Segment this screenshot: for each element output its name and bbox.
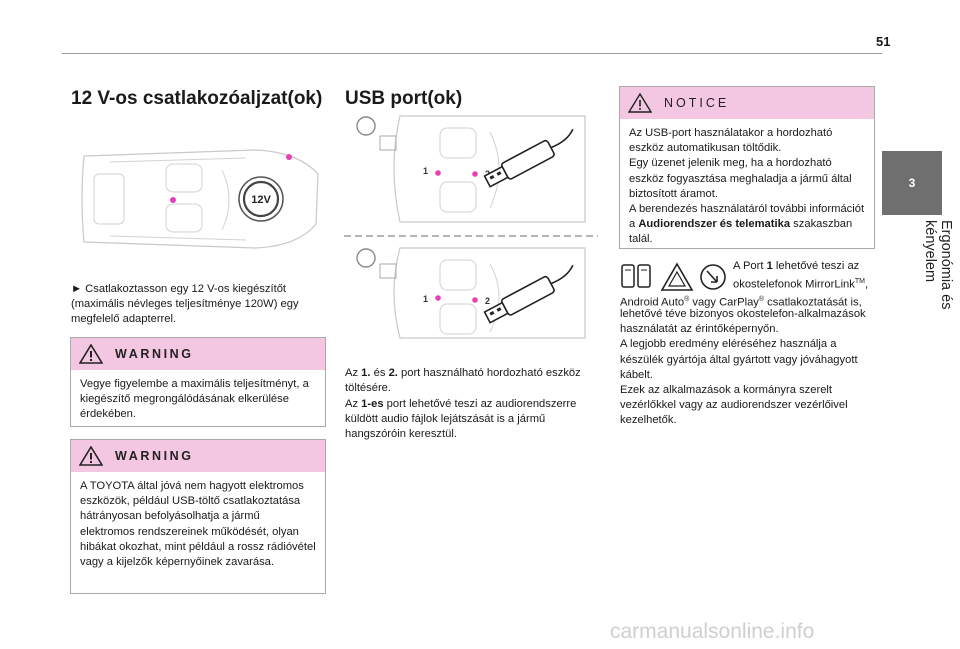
warning-box-1: WARNING Vegye figyelembe a maximális tel… — [70, 337, 326, 427]
usb-paragraph-1: Az 1. és 2. port használható hordozható … — [345, 367, 581, 395]
socket-label: 12V — [251, 194, 271, 206]
warning-title-2: WARNING — [115, 449, 194, 463]
mirrorlink-body: lehetővé téve bizonyos okostelefon-alkal… — [620, 308, 866, 427]
android-auto-icon — [660, 262, 694, 291]
mirrorlink-line-2: okostelefonok MirrorLinkTM, — [733, 278, 869, 291]
usb-ports-illustration: 1 2 1 2 — [344, 115, 598, 339]
mirrorlink-line-1: A Port 1 lehetővé teszi az — [733, 260, 860, 272]
port-label-2-bottom: 2 — [485, 296, 490, 306]
warning-box-2: WARNING A TOYOTA által jóvá nem hagyott … — [70, 439, 326, 594]
notice-title: NOTICE — [664, 96, 730, 110]
warning-title-1: WARNING — [115, 347, 194, 361]
notice-triangle-icon — [628, 93, 652, 113]
warning-text-1: Vegye figyelembe a maximális teljesítmén… — [80, 378, 309, 421]
warning-header-1: WARNING — [71, 338, 325, 370]
notice-header: NOTICE — [620, 87, 874, 119]
car-12v-socket-illustration: 12V — [81, 149, 319, 249]
instruction-12v: ► Csatlakoztasson egy 12 V-os kiegészítő… — [71, 283, 299, 326]
footer-watermark[interactable]: carmanualsonline.info — [610, 620, 815, 643]
warning-triangle-icon — [79, 344, 103, 364]
warning-text-2: A TOYOTA által jóvá nem hagyott elektrom… — [80, 480, 316, 569]
chapter-title: Ergonómia és kényelem — [922, 220, 954, 310]
mirrorlink-line-3: Android Auto® vagy CarPlay® csatlakoztat… — [620, 296, 862, 309]
usb-plug-icon — [483, 128, 574, 188]
section-heading-usb: USB port(ok) — [345, 88, 463, 109]
section-heading-12v: 12 V-os csatlakozóaljzat(ok) — [71, 88, 323, 109]
phone-mirror-icon — [621, 264, 651, 288]
usb-paragraph-2: Az 1-es port lehetővé teszi az audiorend… — [345, 398, 577, 441]
carplay-icon — [700, 264, 726, 290]
chapter-number: 3 — [908, 176, 916, 190]
port-label-1-top: 1 — [423, 166, 428, 176]
header-rule — [62, 53, 882, 54]
notice-box: NOTICE Az USB-port használatakor a hordo… — [619, 86, 875, 249]
notice-text: Az USB-port használatakor a hordozható e… — [629, 127, 865, 246]
port-label-1-bottom: 1 — [423, 294, 428, 304]
chapter-tab[interactable]: 3 — [882, 151, 942, 215]
usb-plug-icon — [483, 264, 574, 324]
page-number: 51 — [876, 34, 891, 49]
warning-triangle-icon — [79, 446, 103, 466]
warning-header-2: WARNING — [71, 440, 325, 472]
